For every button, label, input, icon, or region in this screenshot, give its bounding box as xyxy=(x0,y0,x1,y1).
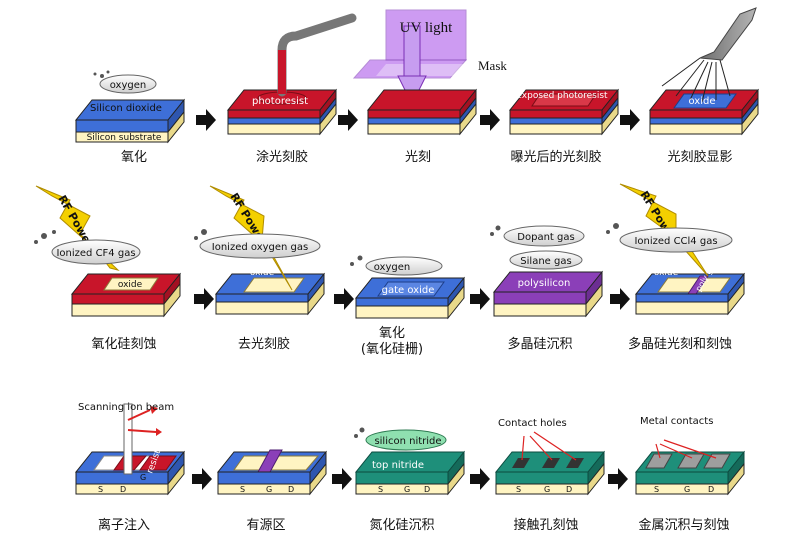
source-label: S xyxy=(98,485,103,494)
oxide-label: oxide xyxy=(688,96,715,107)
caption-poly-deposition: 多晶硅沉积 xyxy=(507,337,573,352)
silicon-nitride-label: silicon nitride xyxy=(374,436,441,447)
scanning-ion-beam-label: Scanning ion beam xyxy=(78,402,174,413)
caption-strip: 去光刻胶 xyxy=(237,337,290,352)
gate-label-2: G xyxy=(266,485,272,494)
caption-lithography: 光刻 xyxy=(404,150,431,165)
caption-contact-etch: 接触孔刻蚀 xyxy=(513,518,579,533)
contact-holes-label: Contact holes xyxy=(498,418,567,429)
step-oxide-etch: RF Power Ionized CF4 gas photoresist oxi… xyxy=(34,185,182,318)
source-label-4: S xyxy=(516,485,521,494)
caption-exposed: 曝光后的光刻胶 xyxy=(510,150,602,165)
caption-ion-implant: 离子注入 xyxy=(97,518,150,533)
caption-oxidation: 氧化 xyxy=(120,150,147,165)
caption-gate-oxidation: 氧化 (氧化硅栅) xyxy=(322,326,462,358)
silicon-substrate-label: Silicon substrate xyxy=(87,133,162,143)
drain-label-5: D xyxy=(708,485,714,494)
flow-arrow-1 xyxy=(196,109,216,131)
ionized-oxygen-label: Ionized oxygen gas xyxy=(212,242,308,253)
step-develop: oxide xyxy=(648,7,760,136)
gate-label-3: G xyxy=(404,485,410,494)
oxide-label-3: oxide xyxy=(250,268,275,278)
gate-label-5: G xyxy=(684,485,690,494)
caption-develop: 光刻胶显影 xyxy=(667,150,733,165)
polysilicon-label: polysilicon xyxy=(518,278,571,289)
step-lithography: UV light Mask xyxy=(352,9,507,136)
flow-arrow-10 xyxy=(332,468,352,490)
flow-arrow-12 xyxy=(608,468,628,490)
flow-arrow-5 xyxy=(194,288,214,310)
exposed-photoresist-label: exposed photoresist xyxy=(516,91,608,101)
step-ion-implant: Scanning ion beam resist S D G xyxy=(74,402,186,496)
oxygen-label: oxygen xyxy=(110,80,146,91)
step-oxidation: oxygen Silicon dioxide Silicon substrate xyxy=(74,70,186,144)
oxide-label-4: oxide xyxy=(654,268,679,278)
caption-oxide-etch: 氧化硅刻蚀 xyxy=(91,337,157,352)
drain-label-4: D xyxy=(566,485,572,494)
step-photoresist-coat: photoresist xyxy=(226,13,357,136)
step-nitride-deposition: silicon nitride top nitride S G D xyxy=(354,427,466,496)
gate-label: G xyxy=(140,473,146,482)
step-metal: Metal contacts S G D xyxy=(634,416,746,496)
flow-arrow-4 xyxy=(620,109,640,131)
oxide-label-2: oxide xyxy=(118,280,143,290)
flow-arrow-9 xyxy=(192,468,212,490)
flow-arrow-3 xyxy=(480,109,500,131)
caption-poly-etch: 多晶硅光刻和刻蚀 xyxy=(627,337,732,352)
gate-oxide-label: gate oxide xyxy=(382,285,435,296)
gate-label-4: G xyxy=(544,485,550,494)
flow-arrow-8 xyxy=(610,288,630,310)
flow-arrow-11 xyxy=(470,468,490,490)
drain-label: D xyxy=(120,485,126,494)
caption-nitride: 氮化硅沉积 xyxy=(369,518,435,533)
caption-active-area: 有源区 xyxy=(246,518,286,533)
ionized-ccl4-label: Ionized CCl4 gas xyxy=(634,236,717,247)
step-contact-etch: Contact holes S G D xyxy=(494,418,606,496)
step-active-area: S G D xyxy=(216,449,328,496)
flow-arrow-7 xyxy=(470,288,490,310)
uv-light-label: UV light xyxy=(400,20,453,36)
step-poly-deposition: Dopant gas Silane gas polysilicon xyxy=(490,225,604,318)
metal-contacts-label: Metal contacts xyxy=(640,416,713,427)
ionized-cf4-label: Ionized CF4 gas xyxy=(56,248,135,259)
step-strip-photoresist: RF Power Ionized oxygen gas oxide xyxy=(194,185,326,316)
drain-label-2: D xyxy=(288,485,294,494)
caption-gate-oxidation-line1: 氧化 xyxy=(378,326,405,341)
silicon-dioxide-label: Silicon dioxide xyxy=(90,103,162,114)
flow-arrow-6 xyxy=(334,288,354,310)
step-exposed-photoresist: exposed photoresist xyxy=(508,88,620,136)
source-label-3: S xyxy=(378,485,383,494)
top-nitride-label: top nitride xyxy=(372,460,424,471)
photoresist-label: photoresist xyxy=(252,96,308,107)
mask-label: Mask xyxy=(478,58,507,73)
silane-gas-label: Silane gas xyxy=(520,256,571,267)
step-poly-etch: RF Power Ionized CCl4 gas oxide poly gat… xyxy=(606,183,746,316)
drain-label-3: D xyxy=(424,485,430,494)
source-label-2: S xyxy=(240,485,245,494)
source-label-5: S xyxy=(654,485,659,494)
dopant-gas-label: Dopant gas xyxy=(517,232,574,243)
step-gate-oxidation: oxygen gate oxide xyxy=(350,255,466,320)
oxygen-label-2: oxygen xyxy=(374,262,410,273)
photoresist-label-2: photoresist xyxy=(125,263,176,273)
caption-gate-oxidation-line2: (氧化硅栅) xyxy=(360,342,424,357)
caption-photoresist-coat: 涂光刻胶 xyxy=(255,150,308,165)
caption-metal: 金属沉积与刻蚀 xyxy=(638,518,730,533)
flow-arrow-2 xyxy=(338,109,358,131)
